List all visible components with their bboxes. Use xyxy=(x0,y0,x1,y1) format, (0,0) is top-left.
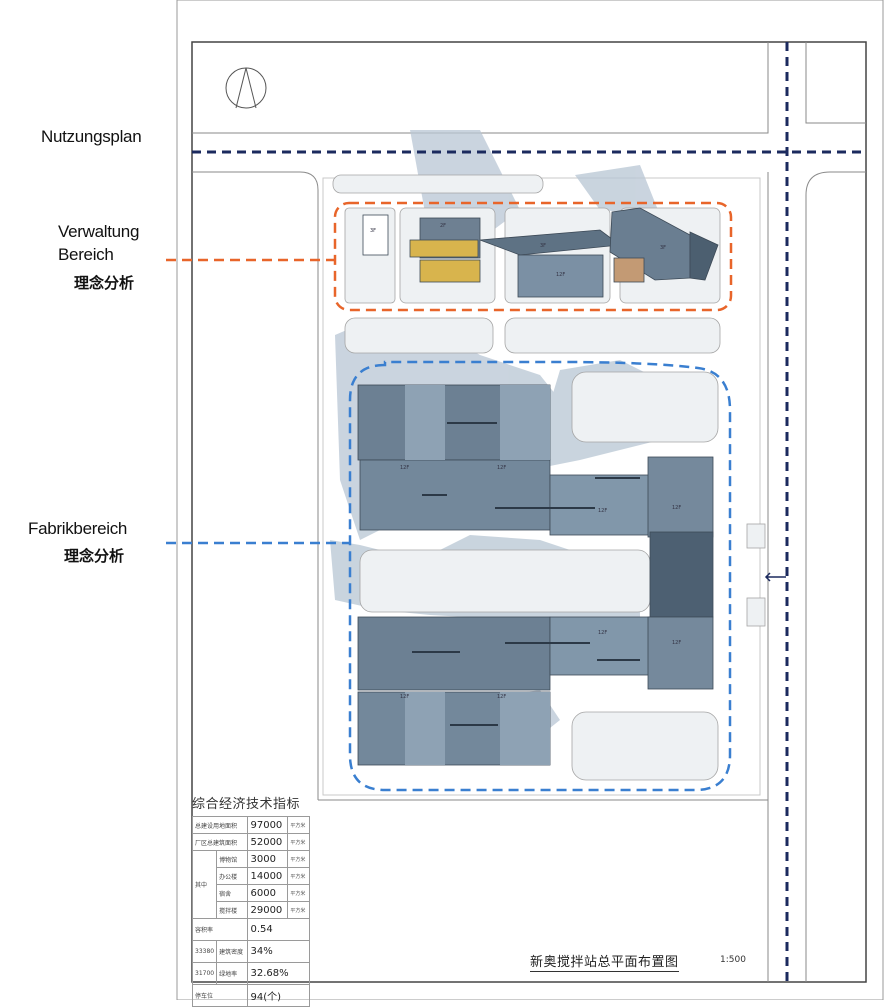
stats-value: 6000 xyxy=(247,884,289,902)
stats-label: 厂区总建筑面积 xyxy=(191,833,249,851)
stats-label: 停车位 xyxy=(191,984,249,1007)
floor-label: 12F xyxy=(497,694,507,700)
floor-label: 12F xyxy=(672,640,682,646)
stats-label: 总建设用地面积 xyxy=(191,816,249,834)
plan-title: 新奥搅拌站总平面布置图 xyxy=(530,951,679,972)
floor-label: 3F xyxy=(660,245,667,251)
stats-label: 绿地率 xyxy=(216,962,249,985)
main-road-dash-lines xyxy=(192,42,866,982)
floor-label: 12F xyxy=(497,465,507,471)
stats-pre: 33380 xyxy=(191,940,218,963)
stats-label: 宿舍 xyxy=(216,884,249,902)
stats-unit: 平方米 xyxy=(287,901,310,919)
floor-label: 12F xyxy=(672,505,682,511)
stats-unit: 平方米 xyxy=(287,867,310,885)
stats-unit: 平方米 xyxy=(287,850,310,868)
stats-value: 94(个) xyxy=(247,984,310,1007)
stats-label: 搅拌楼 xyxy=(216,901,249,919)
verwaltung-cn-label: 理念分析 xyxy=(74,274,135,292)
stats-value: 52000 xyxy=(247,833,289,851)
admin-buildings xyxy=(362,207,719,298)
stats-value: 0.54 xyxy=(247,918,310,941)
admin-zone-outline xyxy=(333,201,733,312)
stats-group: 其中 xyxy=(191,850,218,919)
fabrik-cn-label: 理念分析 xyxy=(64,547,125,565)
stats-label: 容积率 xyxy=(191,918,249,941)
stats-title: 综合经济技术指标 xyxy=(192,797,301,812)
fabrik-label: Fabrikbereich xyxy=(28,519,128,538)
plan-title-text: 新奥搅拌站总平面布置图 xyxy=(530,955,679,972)
stats-value: 32.68% xyxy=(247,962,310,985)
north-arrow-icon xyxy=(225,67,267,109)
stats-unit: 平方米 xyxy=(287,833,310,851)
stats-value: 3000 xyxy=(247,850,289,868)
stats-pre: 31700 xyxy=(191,962,218,985)
floor-label: 12F xyxy=(598,630,608,636)
stats-label: 办公楼 xyxy=(216,867,249,885)
entry-arrow-icon xyxy=(764,572,786,582)
stats-label: 博物馆 xyxy=(216,850,249,868)
building-ridge-lines xyxy=(412,422,640,726)
verwaltung-label: Verwaltung xyxy=(58,222,140,241)
bereich-label: Bereich xyxy=(58,245,114,264)
plan-scale: 1:500 xyxy=(720,955,746,965)
factory-buildings-south xyxy=(357,616,714,766)
stats-value: 29000 xyxy=(247,901,289,919)
floor-label: 12F xyxy=(556,272,566,278)
nutzungsplan-label: Nutzungsplan xyxy=(41,127,142,146)
floor-label: 2F xyxy=(440,223,447,229)
stats-value: 34% xyxy=(247,940,310,963)
stats-value: 14000 xyxy=(247,867,289,885)
floor-label: 3F xyxy=(370,228,377,234)
floor-label: 3F xyxy=(540,243,547,249)
factory-zone-outline xyxy=(348,360,732,792)
drawing-frame xyxy=(191,41,867,983)
stats-unit: 平方米 xyxy=(287,884,310,902)
stats-unit: 平方米 xyxy=(287,816,310,834)
floor-label: 12F xyxy=(400,694,410,700)
stats-value: 97000 xyxy=(247,816,289,834)
floor-label: 12F xyxy=(400,465,410,471)
stats-label: 建筑密度 xyxy=(216,940,249,963)
floor-label: 12F xyxy=(598,508,608,514)
